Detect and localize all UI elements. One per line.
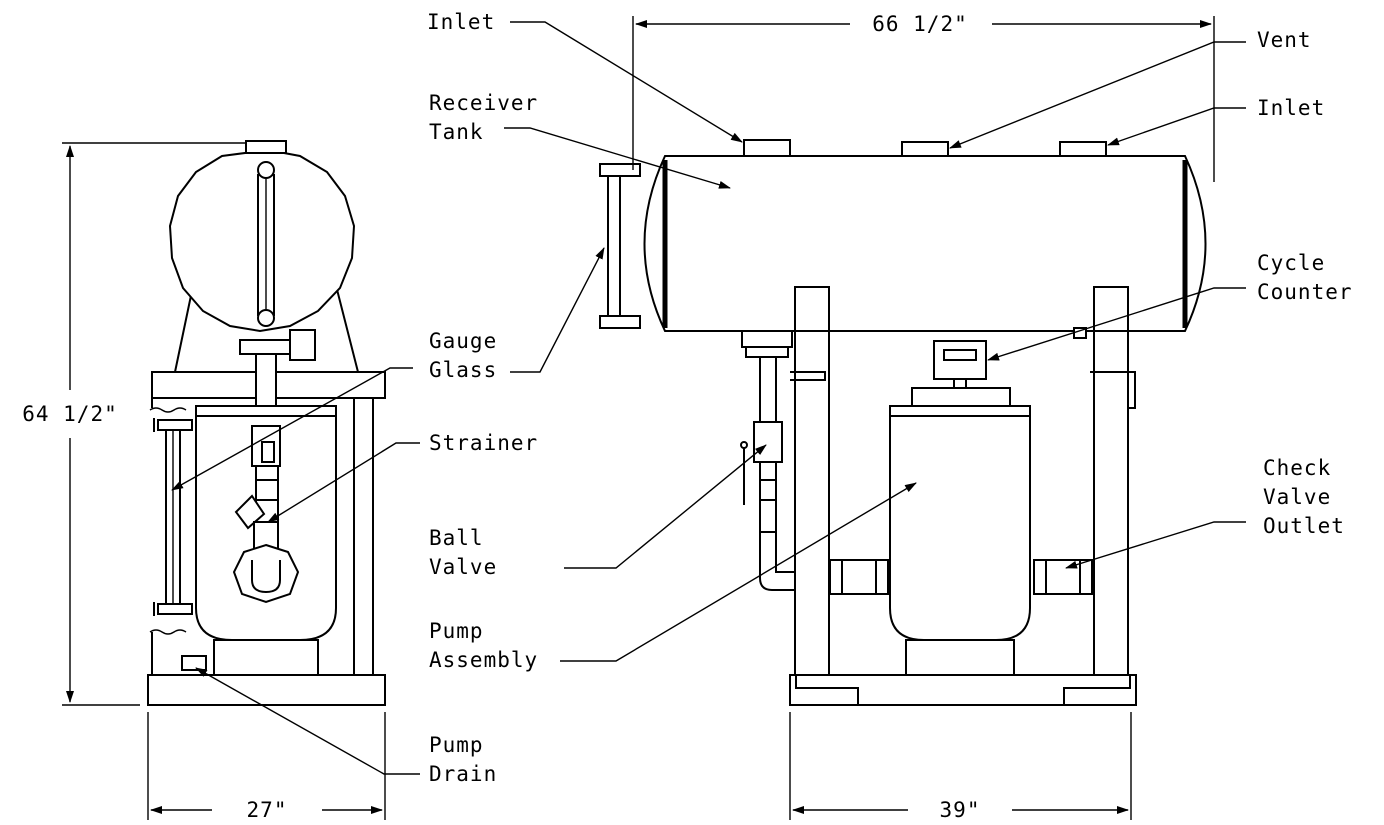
dimensions: 66 1/2" 64 1/2" 27" 39"	[22, 12, 1215, 822]
frame-left-post	[794, 286, 830, 676]
pump-body-front	[889, 405, 1031, 641]
receiver-tank-front	[643, 155, 1207, 332]
label-valve: Valve	[1263, 485, 1331, 509]
gauge-glass-front	[607, 171, 621, 323]
callout-labels: Inlet Vent Inlet Receiver Tank Cycle Cou…	[427, 10, 1353, 786]
front-view	[599, 139, 1207, 706]
label-assembly: Assembly	[429, 648, 538, 672]
vent-nozzle	[901, 141, 949, 157]
receiver-tank-end-view	[168, 148, 356, 333]
label-check: Check	[1263, 456, 1331, 480]
dim-side-width: 27"	[247, 798, 288, 822]
check-valve-right	[1033, 559, 1093, 595]
dim-overall-height: 64 1/2"	[22, 402, 118, 426]
label-drain: Drain	[429, 762, 497, 786]
label-pump: Pump	[429, 619, 484, 643]
label-cycle: Cycle	[1257, 251, 1325, 275]
leader-lines	[171, 21, 1246, 775]
inlet-nozzle-right	[1059, 141, 1107, 157]
dim-front-width: 39"	[940, 798, 981, 822]
label-glass: Glass	[429, 358, 497, 382]
inlet-nozzle	[743, 139, 791, 157]
label-strainer: Strainer	[429, 431, 538, 455]
side-base-pallet	[147, 674, 386, 706]
label-outlet: Outlet	[1263, 514, 1345, 538]
label-ball: Ball	[429, 526, 484, 550]
label-receiver: Receiver	[429, 91, 538, 115]
label-tank: Tank	[429, 120, 484, 144]
frame-right-post	[1093, 286, 1129, 676]
dim-overall-length: 66 1/2"	[872, 12, 968, 36]
check-valve-left	[829, 559, 889, 595]
label-inlet-right: Inlet	[1257, 96, 1325, 120]
label-pump-drain: Pump	[429, 733, 484, 757]
label-ball-valve: Valve	[429, 555, 497, 579]
label-inlet-top: Inlet	[427, 10, 495, 34]
side-view	[147, 140, 386, 706]
label-vent: Vent	[1257, 28, 1312, 52]
label-counter: Counter	[1257, 280, 1353, 304]
label-gauge: Gauge	[429, 329, 497, 353]
front-base	[789, 674, 1137, 706]
